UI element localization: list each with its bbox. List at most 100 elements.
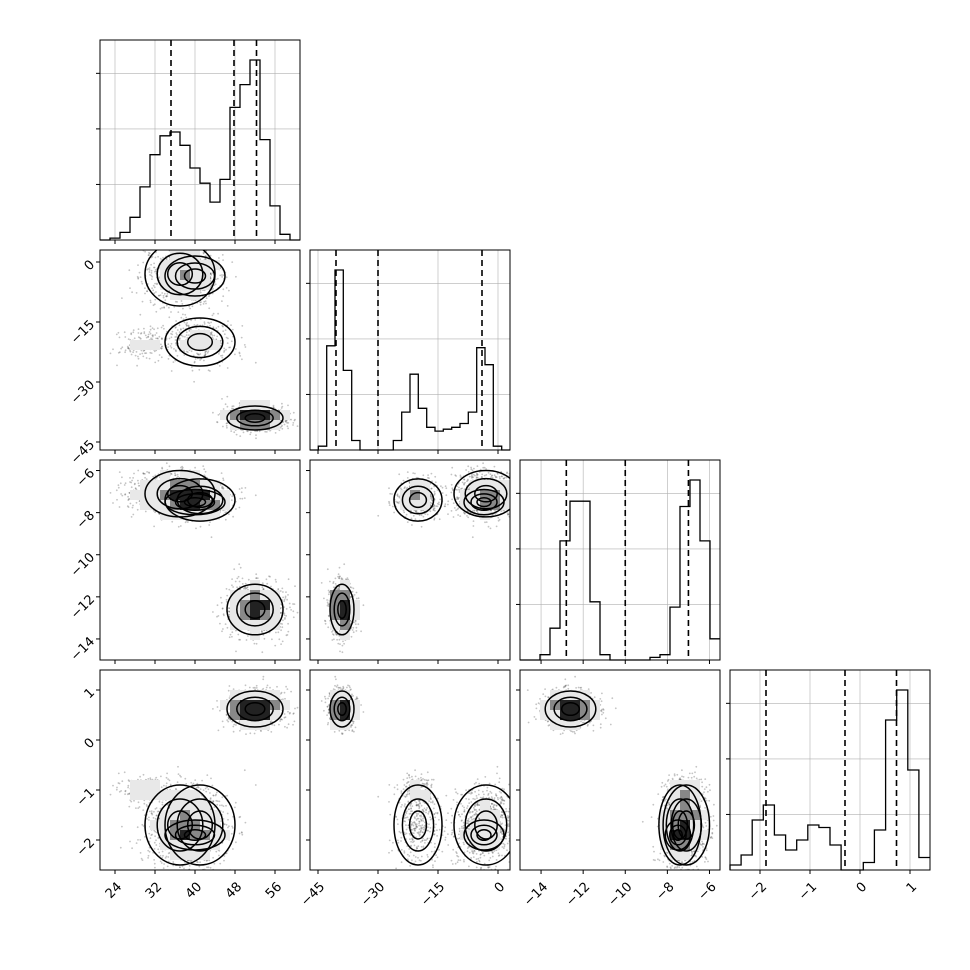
sample-point — [284, 595, 287, 598]
sample-point — [293, 603, 296, 605]
sample-point — [181, 303, 184, 305]
sample-point — [174, 300, 177, 303]
sample-point — [137, 482, 140, 485]
sample-point — [159, 307, 162, 310]
sample-point — [290, 418, 292, 421]
sample-point — [227, 607, 230, 610]
sample-point — [229, 633, 232, 636]
sample-point — [182, 307, 184, 310]
sample-point — [138, 500, 141, 503]
sample-point — [281, 424, 283, 427]
sample-point — [135, 501, 138, 504]
sample-point — [208, 307, 211, 310]
sample-point — [143, 332, 146, 335]
sample-point — [127, 338, 130, 340]
sample-point — [203, 468, 206, 471]
sample-point — [245, 587, 248, 590]
sample-point — [144, 250, 147, 253]
sample-point — [265, 431, 268, 433]
sample-point — [198, 242, 200, 244]
sample-point — [128, 269, 131, 272]
sample-point — [145, 357, 148, 359]
sample-point — [130, 333, 133, 336]
sample-point — [275, 581, 277, 583]
sample-point — [142, 472, 145, 475]
sample-point — [144, 476, 147, 479]
sample-point — [216, 615, 218, 618]
sample-point — [127, 347, 130, 350]
sample-point — [292, 411, 295, 414]
sample-point — [173, 348, 175, 350]
sample-point — [223, 333, 226, 336]
sample-point — [160, 356, 163, 359]
sample-point — [235, 629, 237, 632]
sample-point — [142, 472, 145, 475]
sample-point — [246, 430, 249, 433]
sample-point — [158, 335, 161, 338]
sample-point — [238, 506, 241, 509]
sample-point — [199, 353, 202, 355]
sample-point — [283, 612, 286, 615]
sample-point — [188, 328, 191, 331]
sample-point — [256, 577, 259, 579]
sample-point — [151, 275, 154, 278]
sample-point — [153, 303, 156, 306]
sample-point — [205, 297, 208, 299]
sample-point — [219, 484, 222, 486]
sample-point — [149, 325, 152, 328]
sample-point — [137, 264, 139, 266]
sample-point — [220, 472, 223, 474]
sample-point — [162, 256, 164, 259]
sample-point — [171, 330, 174, 333]
sample-point — [175, 245, 177, 247]
sample-point — [172, 232, 174, 234]
sample-point — [198, 353, 200, 356]
sample-point — [135, 351, 138, 353]
sample-point — [296, 425, 299, 427]
contour-line — [176, 325, 224, 359]
sample-point — [148, 331, 151, 333]
sample-point — [279, 612, 282, 615]
sample-point — [207, 350, 210, 353]
sample-point — [280, 629, 282, 632]
sample-point — [203, 354, 206, 357]
sample-point — [225, 276, 228, 279]
sample-point — [214, 283, 217, 286]
sample-point — [132, 329, 135, 331]
sample-point — [209, 334, 212, 336]
sample-point — [152, 284, 155, 287]
sample-point — [153, 266, 156, 269]
sample-point — [178, 237, 180, 239]
sample-point — [284, 597, 287, 599]
sample-point — [155, 337, 158, 340]
sample-point — [188, 305, 191, 308]
sample-point — [221, 354, 224, 357]
sample-point — [226, 594, 229, 597]
sample-point — [185, 316, 188, 319]
sample-point — [170, 332, 172, 335]
sample-point — [172, 247, 174, 249]
sample-point — [149, 332, 152, 335]
sample-point — [117, 486, 120, 489]
sample-point — [127, 347, 130, 349]
sample-point — [189, 307, 192, 310]
sample-point — [180, 334, 183, 337]
density-cell — [250, 410, 260, 420]
sample-point — [228, 610, 231, 613]
sample-point — [188, 334, 190, 336]
sample-point — [132, 351, 135, 354]
sample-point — [226, 367, 229, 369]
sample-point — [160, 338, 163, 340]
sample-point — [287, 578, 290, 581]
sample-point — [170, 336, 173, 339]
sample-point — [177, 311, 180, 313]
sample-point — [135, 488, 137, 490]
sample-point — [222, 274, 225, 277]
sample-point — [226, 426, 228, 429]
sample-point — [112, 348, 114, 351]
sample-point — [170, 370, 173, 372]
sample-point — [217, 414, 220, 416]
sample-point — [255, 577, 258, 579]
sample-point — [203, 323, 206, 325]
sample-point — [128, 348, 131, 350]
